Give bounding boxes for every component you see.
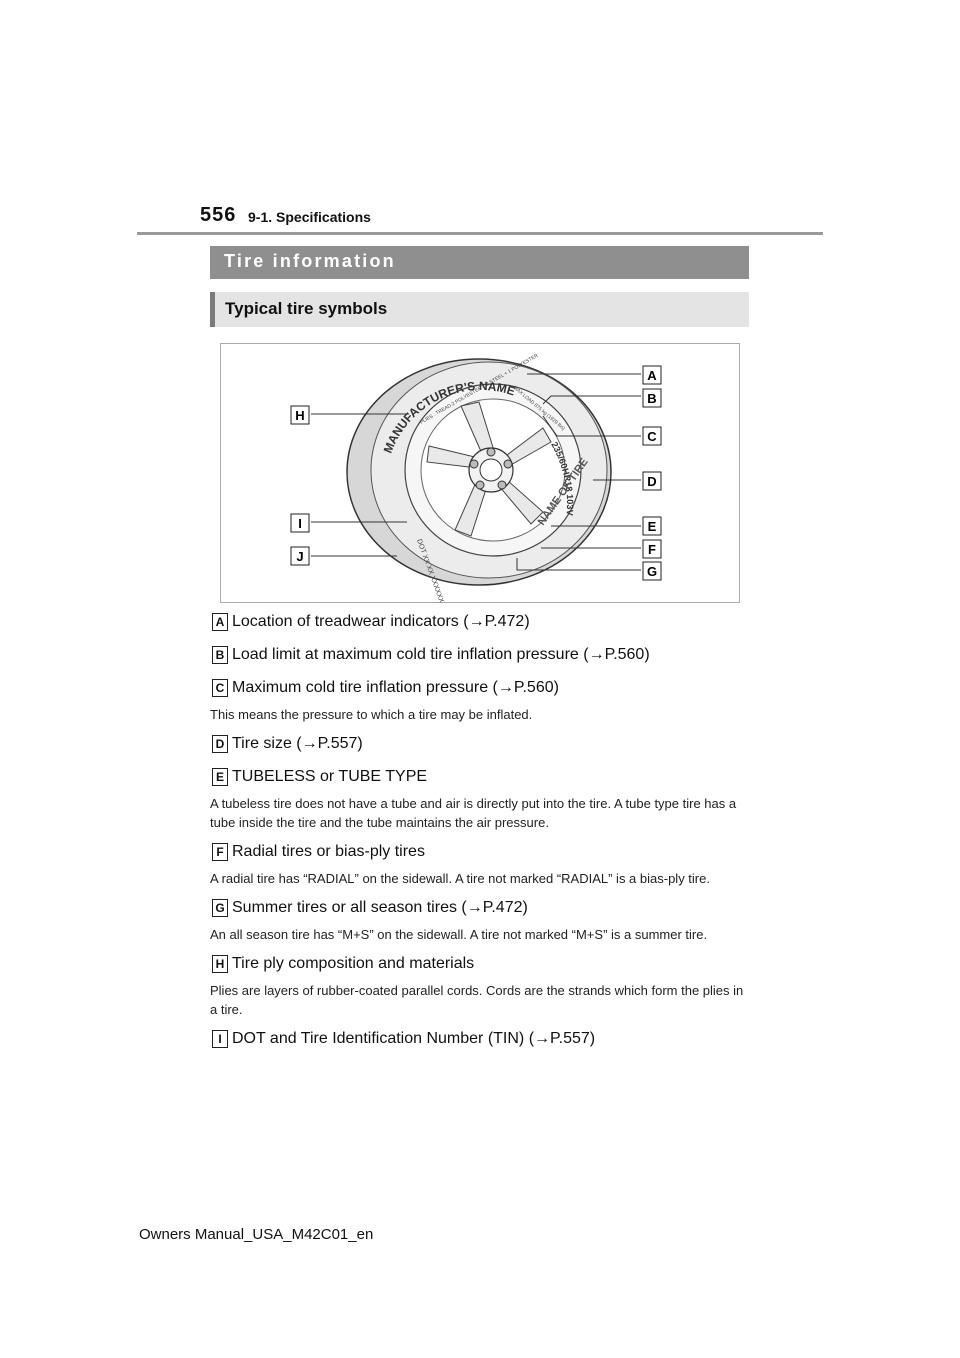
list-item: C Maximum cold tire inflation pressure (… [212,676,752,700]
callout-b: B [647,391,656,406]
section-title: 9-1. Specifications [248,209,371,225]
list-item: I DOT and Tire Identification Number (TI… [212,1027,752,1051]
item-description: An all season tire has “M+S” on the side… [210,927,708,942]
callout-boxes: A B C D E F G H I J [290,365,662,581]
item-label: Maximum cold tire inflation pressure (→P… [232,679,559,696]
callout-j: J [296,549,303,564]
callout-a: A [647,368,657,383]
symbol-list: A Location of treadwear indicators (→P.4… [210,610,752,1051]
tire-illustration: MANUFACTURER'S NAME 235/60HR18 103V NAME… [290,353,662,604]
item-description: Plies are layers of rubber-coated parall… [210,983,744,1017]
callout-g: G [647,564,657,579]
item-label: Load limit at maximum cold tire inflatio… [232,646,650,663]
callout-f: F [648,542,656,557]
list-item: B Load limit at maximum cold tire inflat… [212,643,752,667]
callout-d: D [647,474,656,489]
callout-h: H [295,408,304,423]
list-item: F Radial tires or bias-ply tires [212,840,752,864]
leader-lines [311,373,641,571]
list-item: D Tire size (→P.557) [212,732,752,756]
item-label: Radial tires or bias-ply tires [232,843,425,860]
page-number: 556 [200,204,237,226]
item-letter-badge: I [212,1030,228,1048]
wheel-hub [468,447,514,493]
subtitle-bar-text: Typical tire symbols [225,299,388,318]
list-item: H Tire ply composition and materials [212,952,752,976]
item-description: A tubeless tire does not have a tube and… [210,796,737,830]
item-letter-badge: G [212,899,228,917]
callout-c: C [647,429,657,444]
footer-text: Owners Manual_USA_M42C01_en [139,1226,374,1243]
callout-i: I [298,516,302,531]
item-description: This means the pressure to which a tire … [210,707,533,722]
item-description: A radial tire has “RADIAL” on the sidewa… [210,871,710,886]
item-letter-badge: D [212,735,228,753]
header-divider [137,232,823,235]
item-label: Summer tires or all season tires (→P.472… [232,899,528,916]
item-label: Location of treadwear indicators (→P.472… [232,613,530,630]
item-label: TUBELESS or TUBE TYPE [232,768,428,785]
item-label: Tire size (→P.557) [232,735,363,752]
item-letter-badge: F [212,843,228,861]
list-item: G Summer tires or all season tires (→P.4… [212,896,752,920]
tire-diagram: MANUFACTURER'S NAME 235/60HR18 103V NAME… [220,343,740,604]
list-item: E TUBELESS or TUBE TYPE [212,765,752,789]
list-item: A Location of treadwear indicators (→P.4… [212,610,752,634]
item-label: Tire ply composition and materials [232,955,475,972]
subtitle-bar: Typical tire symbols [210,292,749,327]
item-label: DOT and Tire Identification Number (TIN)… [232,1030,596,1047]
item-letter-badge: E [212,768,228,786]
item-letter-badge: C [212,679,228,697]
item-letter-badge: H [212,955,228,973]
title-bar: Tire information [210,246,749,279]
item-letter-badge: B [212,646,228,664]
callout-e: E [648,519,657,534]
title-bar-text: Tire information [224,251,396,271]
item-letter-badge: A [212,613,228,631]
